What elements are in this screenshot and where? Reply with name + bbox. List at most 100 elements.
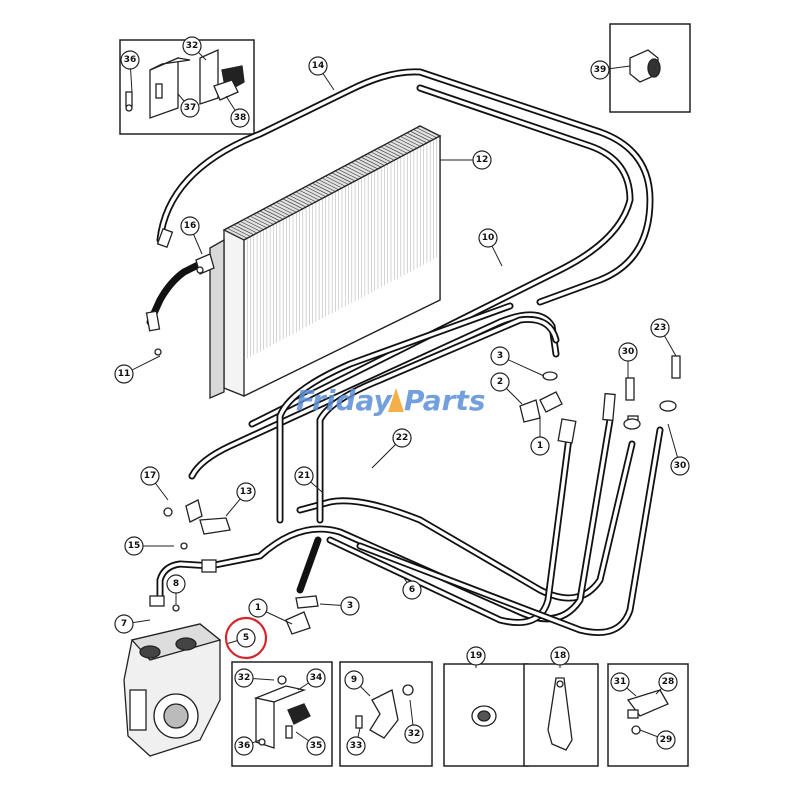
callout-15: 15 [124,536,144,556]
callout-circle [618,342,638,362]
callout-circle [340,596,360,616]
callout-label: 2 [497,377,503,387]
callout-label: 3 [347,601,353,611]
callout-circle [550,646,570,666]
highlight-ring [224,616,268,660]
compressor [123,623,222,757]
callout-label: 3 [497,351,503,361]
callout-1: 1 [530,436,550,456]
callout-30: 30 [618,342,638,362]
callout-circle [180,216,200,236]
callout-8: 8 [166,574,186,594]
hose-compressor-lower [156,536,322,604]
callout-11: 11 [114,364,134,384]
callout-label: 9 [351,675,357,685]
callout-label: 31 [614,677,627,687]
callout-7: 7 [114,614,134,634]
hose-loop-inner [276,302,560,524]
callout-label: 28 [662,677,675,687]
callout-circle [230,108,250,128]
hose-22 [188,311,560,480]
callout-circle [114,614,134,634]
callout-2: 2 [490,372,510,392]
callout-circle [294,466,314,486]
callout-label: 11 [118,369,131,379]
callout-5: 5 [236,628,256,648]
inset-bracket-top-left [119,39,255,135]
callout-36: 36 [120,50,140,70]
callout-circle [344,670,364,690]
callout-6: 6 [402,580,422,600]
inset-strap-18 [523,663,599,767]
callout-circle [182,36,202,56]
callout-label: 23 [654,323,667,333]
callout-circle [656,730,676,750]
callout-label: 32 [186,41,199,51]
callout-label: 30 [622,347,635,357]
callout-circle [392,428,412,448]
callout-circle [402,580,422,600]
callout-label: 5 [243,633,249,643]
callout-37: 37 [180,98,200,118]
callout-16: 16 [180,216,200,236]
callout-circle [248,598,268,618]
callout-circle [466,646,486,666]
callout-label: 15 [128,541,141,551]
callout-circle [166,574,186,594]
callout-12: 12 [472,150,492,170]
callout-30: 30 [670,456,690,476]
callout-label: 7 [121,619,127,629]
callout-label: 34 [310,673,323,683]
callout-18: 18 [550,646,570,666]
callout-10: 10 [478,228,498,248]
hose-outer-right [326,426,664,636]
callout-circle [234,668,254,688]
callout-label: 12 [476,155,489,165]
callout-label: 1 [537,441,543,451]
callout-circle [590,60,610,80]
callout-22: 22 [392,428,412,448]
callout-label: 35 [310,741,323,751]
callout-circle [236,628,256,648]
inset-grommet-19 [443,663,529,767]
callout-19: 19 [466,646,486,666]
callout-21: 21 [294,466,314,486]
callout-label: 36 [238,741,251,751]
callout-circle [658,672,678,692]
callout-label: 29 [660,735,673,745]
inset-fitting-39 [609,23,691,113]
callout-36: 36 [234,736,254,756]
callout-label: 14 [312,61,325,71]
callout-label: 8 [173,579,179,589]
callout-circle [472,150,492,170]
hose-14 [156,68,654,306]
callout-label: 13 [240,487,253,497]
condenser-core [209,125,442,399]
callout-circle [490,372,510,392]
callout-32: 32 [182,36,202,56]
callout-34: 34 [306,668,326,688]
callout-circle [530,436,550,456]
hose-21 [296,440,636,602]
callout-14: 14 [308,56,328,76]
callout-circle [236,482,256,502]
callout-1: 1 [248,598,268,618]
callout-circle [404,724,424,744]
callout-31: 31 [610,672,630,692]
hose-6 [206,416,614,623]
watermark-text-b: Parts [404,384,485,417]
callout-circle [346,736,366,756]
callout-circle [306,736,326,756]
callout-label: 17 [144,471,157,481]
callout-circle [670,456,690,476]
callout-label: 36 [124,55,137,65]
callout-circle [650,318,670,338]
callout-33: 33 [346,736,366,756]
callout-3: 3 [340,596,360,616]
callout-circle [120,50,140,70]
callout-circle [114,364,134,384]
callout-13: 13 [236,482,256,502]
callout-label: 37 [184,103,197,113]
